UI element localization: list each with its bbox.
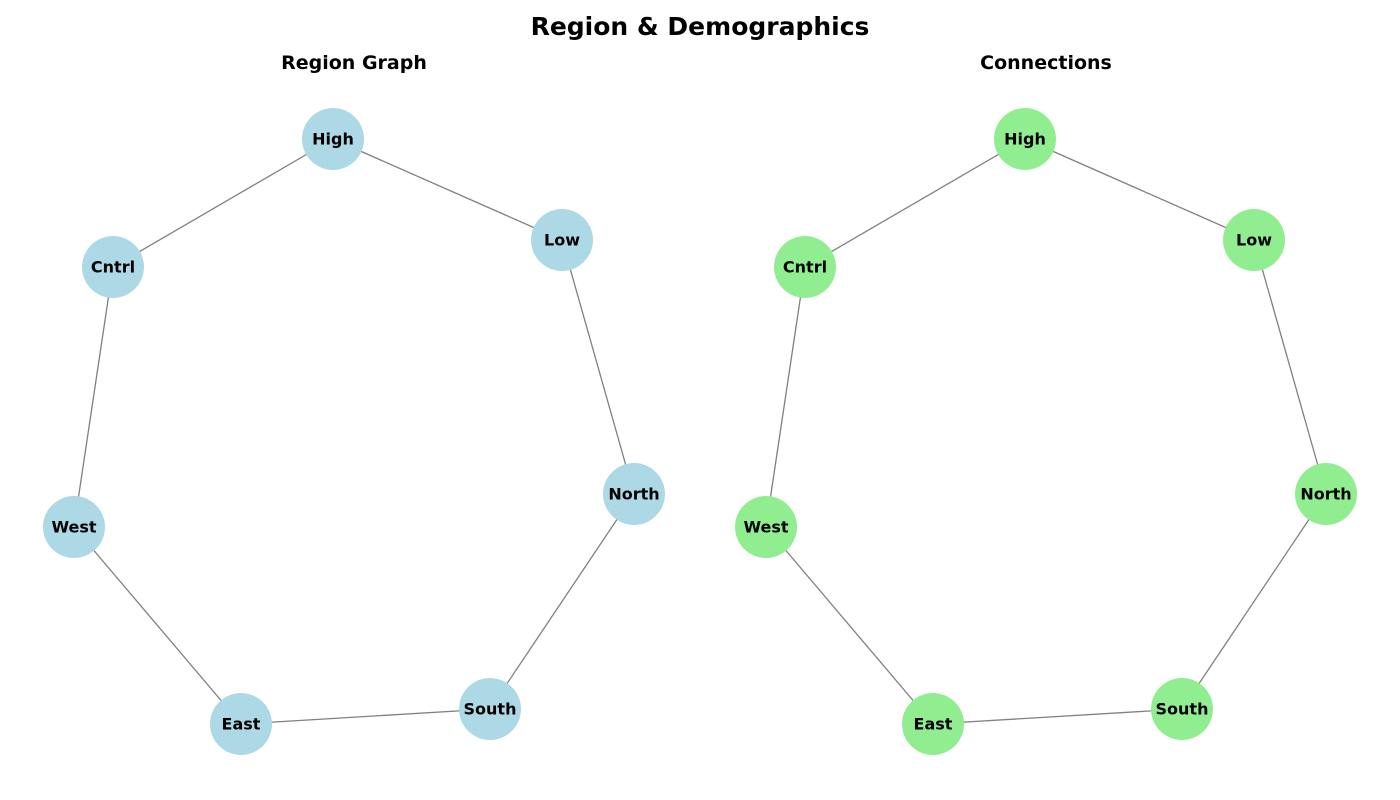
node-north: North bbox=[1295, 463, 1357, 525]
node-label: West bbox=[743, 518, 788, 537]
node-label: Cntrl bbox=[783, 258, 827, 277]
node-north: North bbox=[603, 463, 665, 525]
node-west: West bbox=[43, 496, 105, 558]
edge-high-low bbox=[332, 138, 563, 241]
node-circle bbox=[774, 236, 836, 298]
edge-low-north bbox=[1253, 239, 1327, 495]
node-low: Low bbox=[1223, 209, 1285, 271]
node-east: East bbox=[210, 693, 272, 755]
node-circle bbox=[1223, 209, 1285, 271]
panel-title-connections: Connections bbox=[980, 52, 1112, 74]
node-west: West bbox=[735, 496, 797, 558]
node-high: High bbox=[994, 108, 1056, 170]
edge-cntrl-high bbox=[804, 138, 1026, 268]
node-circle bbox=[902, 693, 964, 755]
node-label: Low bbox=[544, 231, 580, 250]
edge-west-cntrl bbox=[73, 266, 114, 528]
node-south: South bbox=[1151, 678, 1213, 740]
panel-title-region-graph: Region Graph bbox=[281, 52, 427, 74]
node-east: East bbox=[902, 693, 964, 755]
node-cntrl: Cntrl bbox=[774, 236, 836, 298]
edge-north-south bbox=[1181, 493, 1327, 710]
edges-group bbox=[73, 138, 635, 725]
node-label: East bbox=[222, 715, 261, 734]
node-circle bbox=[43, 496, 105, 558]
edge-west-cntrl bbox=[765, 266, 806, 528]
node-label: South bbox=[1156, 700, 1209, 719]
node-cntrl: Cntrl bbox=[82, 236, 144, 298]
node-label: Cntrl bbox=[91, 258, 135, 277]
node-label: East bbox=[914, 715, 953, 734]
edge-east-west bbox=[73, 526, 242, 725]
edge-cntrl-high bbox=[112, 138, 334, 268]
node-label: Low bbox=[1236, 231, 1272, 250]
node-south: South bbox=[459, 678, 521, 740]
node-label: West bbox=[51, 518, 96, 537]
node-circle bbox=[459, 678, 521, 740]
node-circle bbox=[1295, 463, 1357, 525]
node-circle bbox=[994, 108, 1056, 170]
node-high: High bbox=[302, 108, 364, 170]
node-circle bbox=[603, 463, 665, 525]
edge-east-west bbox=[765, 526, 934, 725]
edge-south-east bbox=[240, 708, 491, 725]
edge-north-south bbox=[489, 493, 635, 710]
node-label: High bbox=[312, 130, 354, 149]
node-circle bbox=[302, 108, 364, 170]
node-label: South bbox=[464, 700, 517, 719]
edges-group bbox=[765, 138, 1327, 725]
node-circle bbox=[82, 236, 144, 298]
edge-high-low bbox=[1024, 138, 1255, 241]
node-circle bbox=[1151, 678, 1213, 740]
node-low: Low bbox=[531, 209, 593, 271]
node-label: North bbox=[1300, 485, 1351, 504]
node-circle bbox=[531, 209, 593, 271]
node-circle bbox=[210, 693, 272, 755]
node-label: High bbox=[1004, 130, 1046, 149]
node-circle bbox=[735, 496, 797, 558]
figure-title: Region & Demographics bbox=[531, 12, 870, 41]
node-label: North bbox=[608, 485, 659, 504]
edge-low-north bbox=[561, 239, 635, 495]
edge-south-east bbox=[932, 708, 1183, 725]
